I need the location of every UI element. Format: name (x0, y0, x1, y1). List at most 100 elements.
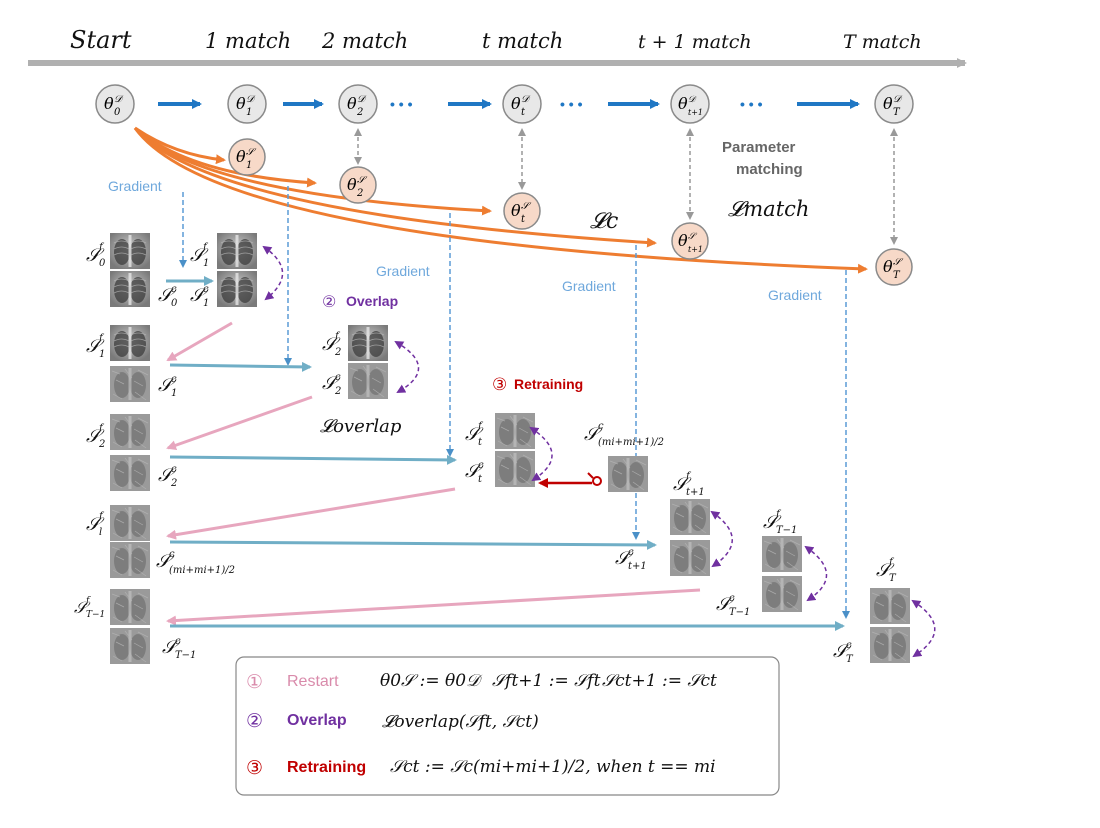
svg-text:T−1: T−1 (729, 607, 750, 618)
svg-text:1: 1 (203, 298, 209, 309)
svg-text:f: f (685, 471, 692, 482)
synthetic-transfer-arrows (166, 276, 845, 631)
stage-label: Start (70, 26, 132, 54)
xray-image (870, 588, 910, 624)
retraining-eq: 𝒮ct := 𝒮c(mi+mi+1)/2, when t == mi (390, 757, 716, 777)
svg-text:𝒮: 𝒮 (688, 232, 698, 242)
xray-image (110, 271, 150, 307)
svg-text:2: 2 (356, 107, 363, 118)
svg-text:c: c (598, 421, 604, 432)
svg-text:c: c (729, 593, 735, 604)
svg-text:θ: θ (347, 175, 357, 194)
svg-text:f: f (85, 596, 91, 606)
svg-text:0: 0 (114, 107, 121, 118)
restart-eq: 𝒮ft+1 := 𝒮ft (492, 671, 601, 691)
overlap-title: Overlap (346, 293, 398, 309)
svg-text:𝒮: 𝒮 (521, 201, 532, 212)
ellipsis-group: • • • • • • • • • (390, 96, 763, 112)
svg-text:𝒮: 𝒮 (246, 147, 257, 158)
student-node: θ 𝒮 1 (228, 138, 266, 176)
svg-text:T−1: T−1 (86, 610, 105, 620)
stage-label: t match (482, 29, 563, 53)
restart-eq: 𝒮ct+1 := 𝒮ct (602, 671, 717, 691)
ellipsis: • • • (560, 96, 583, 112)
retraining-number: ③ (246, 757, 263, 779)
svg-text:θ: θ (883, 257, 893, 276)
overlap-eq: 𝓛overlap(𝒮ft, 𝒮ct) (382, 712, 539, 732)
xray-image (495, 451, 535, 487)
restart-arrows (166, 321, 701, 626)
teacher-node: θ 𝒟 t+1 (670, 84, 710, 124)
parameter-matching-label: matching (736, 161, 803, 178)
retraining-title: Retraining (514, 376, 583, 392)
student-nodes: θ 𝒮 1 θ 𝒮 2 θ 𝒮 t θ 𝒮 t+1 θ 𝒮 T (228, 138, 913, 286)
svg-text:(mi+mi+1)/2: (mi+mi+1)/2 (598, 437, 664, 448)
svg-text:l: l (99, 527, 102, 538)
student-node: θ 𝒮 T (875, 248, 913, 286)
svg-text:0: 0 (99, 258, 106, 269)
svg-text:2: 2 (356, 188, 363, 199)
svg-text:θ: θ (236, 147, 246, 166)
retraining-arrow (538, 472, 602, 488)
xray-image (110, 325, 150, 361)
svg-text:𝒟: 𝒟 (521, 94, 531, 105)
svg-text:1: 1 (99, 349, 105, 360)
xray-image (110, 589, 150, 625)
svg-text:t: t (521, 107, 526, 118)
ellipsis: • • • (740, 96, 763, 112)
svg-text:f: f (202, 242, 209, 253)
teacher-nodes: θ 𝒟 0 θ 𝒟 1 θ 𝒟 2 θ 𝒟 t θ 𝒟 t+1 (95, 84, 914, 124)
svg-text:θ: θ (347, 94, 357, 113)
xray-image (217, 233, 257, 269)
svg-text:f: f (98, 423, 105, 434)
ellipsis: • • • (390, 96, 413, 112)
gradient-label: Gradient (108, 178, 162, 194)
xray-image (110, 505, 150, 541)
legend-box: ① Restart θ0𝒮 := θ0𝒟 𝒮ft+1 := 𝒮ft 𝒮ct+1 … (235, 656, 780, 796)
loss-overlap-label: 𝓛overlap (320, 416, 402, 437)
svg-text:T: T (893, 270, 901, 281)
legend-row-retraining: ③ Retraining 𝒮ct := 𝒮c(mi+mi+1)/2, when … (246, 757, 716, 779)
overlap-arrows (262, 245, 936, 658)
svg-text:c: c (335, 372, 341, 383)
parameter-matching-label: Parameter (722, 139, 796, 156)
svg-text:𝒟: 𝒟 (114, 94, 124, 105)
loss-match-label: 𝓛match (728, 197, 809, 221)
svg-text:𝒟: 𝒟 (893, 94, 903, 105)
overlap-number: ② (246, 710, 263, 732)
svg-text:f: f (775, 509, 782, 520)
svg-text:𝒮: 𝒮 (357, 175, 368, 186)
xray-image (608, 456, 648, 492)
xray-image (110, 455, 150, 491)
svg-text:t+1: t+1 (688, 245, 703, 254)
overlap-caption: ② Overlap (322, 292, 398, 311)
student-node: θ 𝒮 t+1 (671, 222, 709, 260)
legend-row-overlap: ② Overlap 𝓛overlap(𝒮ft, 𝒮ct) (246, 710, 539, 732)
svg-text:2: 2 (334, 386, 341, 397)
xray-image (110, 366, 150, 402)
stage-labels: Start 1 match 2 match t match t + 1 matc… (70, 26, 922, 54)
loss-c-label: 𝓛c (590, 209, 618, 234)
svg-text:𝒟: 𝒟 (688, 95, 697, 105)
restart-title: Restart (287, 673, 339, 690)
stage-label: T match (843, 31, 922, 53)
xray-image (110, 628, 150, 664)
svg-text:𝒟: 𝒟 (246, 94, 256, 105)
svg-text:f: f (334, 331, 341, 342)
xray-image (348, 363, 388, 399)
